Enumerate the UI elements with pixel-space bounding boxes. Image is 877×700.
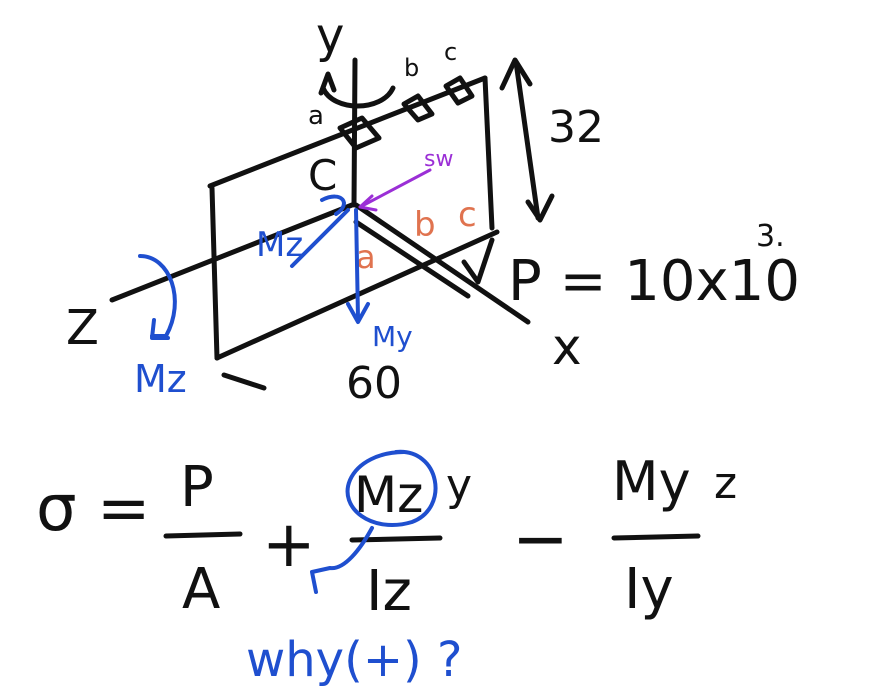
my-over-iy-bar [611, 533, 701, 541]
a-denominator: A [182, 557, 220, 622]
load-check-mark [461, 237, 495, 285]
x-axis-line [353, 202, 531, 325]
section-left-edge [209, 185, 220, 361]
height-dim-arrow-bottom [525, 193, 555, 223]
point-a-label: a [308, 101, 324, 131]
x-axis-branch [353, 219, 471, 299]
y-factor: y [446, 460, 472, 511]
x-axis-label: x [552, 318, 582, 376]
beam-sketch: y Z x a b c C 32 [66, 8, 800, 409]
my-arrow-line [354, 208, 360, 320]
rotation-arrowhead [318, 71, 337, 96]
y-axis-line [351, 57, 358, 208]
z-axis-label: Z [66, 300, 99, 356]
region-b-label: b [414, 205, 436, 245]
why-note: why(+) ? [246, 632, 463, 688]
square-a [337, 115, 382, 151]
corner-tick [221, 372, 267, 391]
my-face-label: My [372, 320, 413, 353]
p-over-a-bar [163, 531, 243, 539]
region-c-label: c [458, 195, 477, 235]
mz-side-label: Mz [134, 357, 187, 401]
stress-equation: σ = P A + Mz y Iz − My z Iy [36, 449, 737, 624]
annotations: a b c sw Mz My Mz [134, 147, 477, 401]
sw-label: sw [424, 147, 453, 172]
section-top-edge [207, 75, 488, 189]
mz-highlight-circle [345, 449, 438, 527]
iy-denominator: Iy [624, 557, 674, 622]
height-dim-line [513, 59, 541, 221]
mz-side-curl [138, 254, 177, 338]
mz-face-arrow [290, 208, 350, 268]
my-arrowhead [346, 302, 370, 324]
point-c-label: c [444, 38, 457, 66]
mz-pointer-line [310, 526, 374, 594]
y-axis-label: y [316, 8, 344, 64]
load-label: P = 10x10 [508, 249, 800, 314]
sw-arrowhead [358, 194, 378, 212]
square-b [401, 93, 435, 123]
z-axis-line [109, 202, 355, 303]
p-numerator: P [180, 455, 214, 520]
point-b-label: b [404, 54, 419, 82]
edge-c-label: C [308, 151, 337, 200]
my-numerator: My [612, 450, 691, 513]
mz-side-arrowhead [150, 318, 170, 340]
mz-face-curl [320, 194, 346, 216]
sw-arrow-line [360, 168, 432, 208]
iz-denominator: Iz [366, 559, 412, 624]
sigma-term: σ = [36, 472, 151, 546]
section-right-edge [482, 75, 495, 231]
height-dim-arrow-top [499, 57, 533, 91]
width-dim-label: 60 [346, 358, 402, 409]
mz-numerator: Mz [354, 466, 423, 524]
load-exponent: 3. [756, 219, 785, 254]
square-c [443, 75, 475, 106]
minus-sign: − [512, 500, 569, 579]
plus-sign: + [262, 508, 316, 582]
z-factor: z [714, 458, 737, 509]
height-dim-label: 32 [548, 102, 604, 153]
rotation-arc [320, 85, 396, 109]
mz-face-label: Mz [256, 225, 303, 265]
region-a-label: a [356, 238, 376, 276]
